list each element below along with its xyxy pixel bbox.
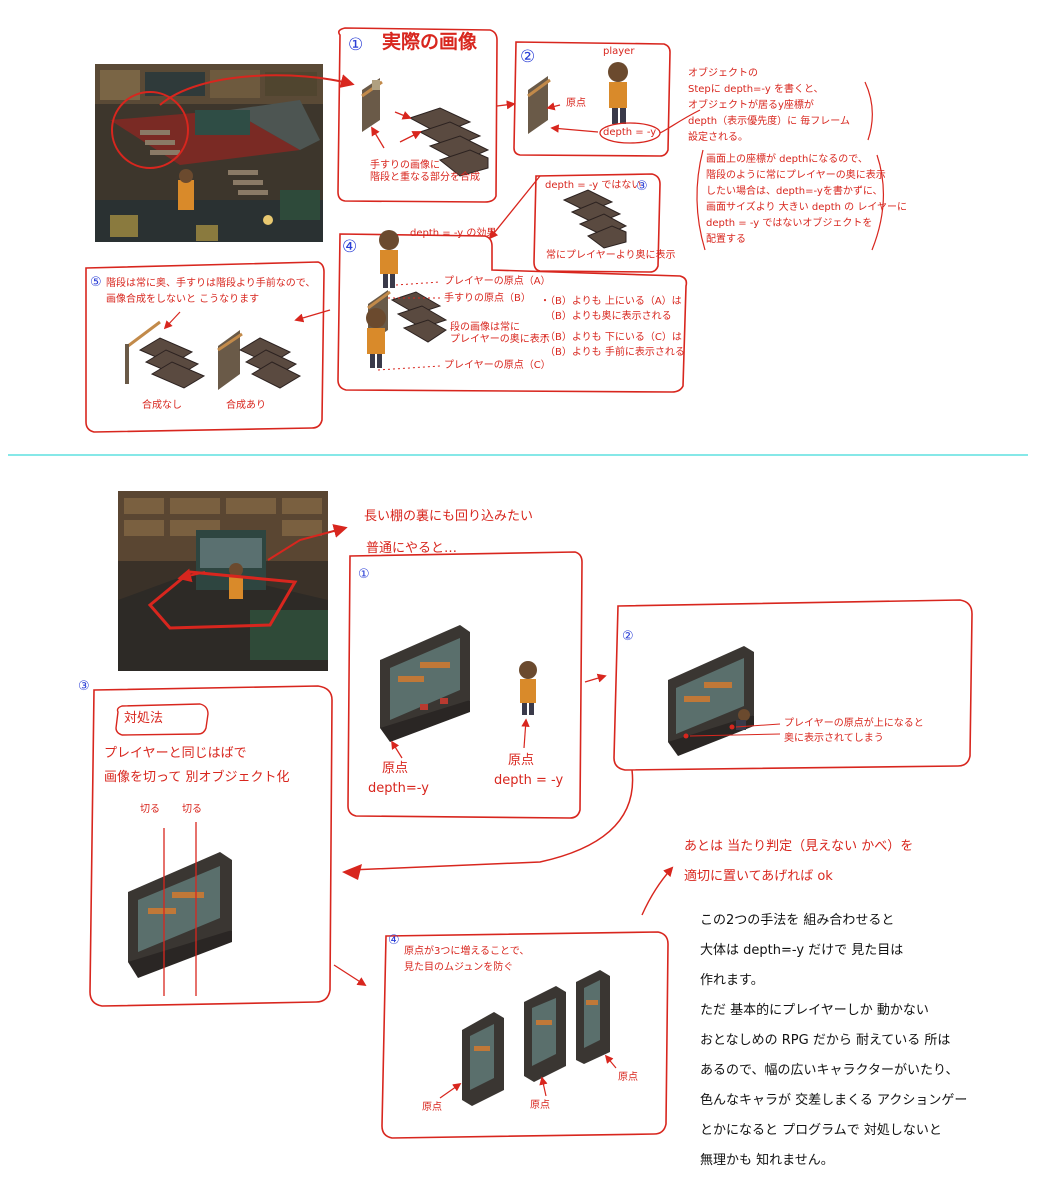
panel-1-note: 手すりの画像に 階段と重なる部分を合成 (370, 160, 480, 183)
player-sprite-q1 (519, 661, 537, 715)
side-note-layer-depth: 画面上の座標が depthになるので、 階段のように常にプレイヤーの奥に表示 し… (706, 154, 908, 245)
q3-head: 対処法 (124, 711, 164, 726)
stairs-with-composite (217, 330, 302, 390)
label-player-origin-c: プレイヤーの原点（C） (444, 360, 551, 371)
q1-origin-right: 原点 (508, 753, 535, 768)
q4-origin-3: 原点 (618, 1072, 638, 1083)
panel-1-title: 実際の画像 (382, 31, 478, 53)
shelf-sprite-q1 (380, 625, 470, 742)
side-note-step-depth: オブジェクトの Stepに depth=-y を書くと、 オブジェクトが居るy座… (688, 68, 850, 143)
panel-5-note: 階段は常に奥、手すりは階段より手前なので、 画像合成をしないと こうなります (106, 278, 316, 305)
q3-note: プレイヤーと同じはばで 画像を切って 別オブジェクト化 (104, 746, 290, 785)
label-player-origin-a: プレイヤーの原点（A） (444, 276, 551, 287)
q1-depth-left: depth=-y (368, 781, 429, 796)
panel-5-number: ⑤ (90, 275, 102, 290)
panel-3-head: depth = -y ではない (545, 180, 642, 191)
panel-4-number: ④ (342, 237, 358, 257)
shelf-sprite-q3 (128, 852, 232, 978)
q2-note: プレイヤーの原点が上になると 奥に表示されてしまう (784, 718, 924, 744)
q1-origin-left: 原点 (382, 761, 409, 776)
label-steps-always-back: 段の画像は常に プレイヤーの奥に表示 (450, 322, 550, 345)
stairs-no-composite (125, 320, 206, 389)
stairs-sprite-p1 (408, 107, 490, 177)
panel-3-foot: 常にプレイヤーより奥に表示 (546, 250, 676, 261)
label-no-composite: 合成なし (142, 400, 182, 411)
bottom-subtitle: 普通にやると… (366, 541, 458, 556)
panel-1-number: ① (348, 35, 364, 55)
panel-3-number: ③ (636, 179, 648, 194)
stairs-sprite-p4 (390, 291, 448, 343)
panel-2-number: ② (520, 47, 536, 67)
q3-cut-label-1: 切る (140, 804, 160, 815)
q3-cut-label-2: 切る (182, 804, 202, 815)
player-sprite-a (379, 230, 399, 288)
game-screenshot-shelf (118, 491, 328, 671)
shelf-pieces-q4 (462, 970, 610, 1106)
label-railing-origin-b: 手すりの原点（B） (444, 293, 531, 304)
railing-sprite (361, 78, 383, 132)
q4-origin-2: 原点 (530, 1100, 550, 1111)
q4-number: ④ (388, 933, 400, 948)
panel-2-player-label: player (603, 46, 635, 57)
panel-2-origin-label: 原点 (566, 98, 586, 109)
q2-number: ② (622, 629, 634, 644)
bottom-title: 長い棚の裏にも回り込みたい (364, 509, 534, 524)
shelf-sprite-q2 (668, 646, 754, 756)
game-screenshot-stairs (95, 64, 323, 242)
panel-2-depth-label: depth = -y (603, 127, 657, 138)
player-sprite-p2 (608, 62, 628, 124)
player-sprite-c (366, 308, 386, 368)
railing-sprite-p2 (527, 76, 551, 134)
q1-number: ① (358, 567, 370, 582)
stairs-sprite-p3 (562, 189, 628, 249)
q3-number: ③ (78, 679, 90, 694)
conclusion-text: この2つの手法を 組み合わせると 大体は depth=-y だけで 見た目は 作… (700, 913, 968, 1168)
label-with-composite: 合成あり (226, 400, 266, 411)
panel-4-title: depth = -y の効果 (410, 228, 497, 239)
q4-note: 原点が3つに増えることで、 見た目のムジュンを防ぐ (404, 946, 530, 973)
q1-depth-right: depth = -y (494, 773, 564, 788)
collision-note: あとは 当たり判定（見えない かべ）を 適切に置いてあげれば ok (684, 839, 914, 884)
bullet-c-front-of-b: ・（B）よりも 下にいる（C）は （B）よりも 手前に表示される (540, 332, 685, 358)
bullet-a-behind-b: ・（B）よりも 上にいる（A）は （B）よりも奥に表示される (540, 296, 682, 322)
q4-origin-1: 原点 (422, 1102, 442, 1113)
